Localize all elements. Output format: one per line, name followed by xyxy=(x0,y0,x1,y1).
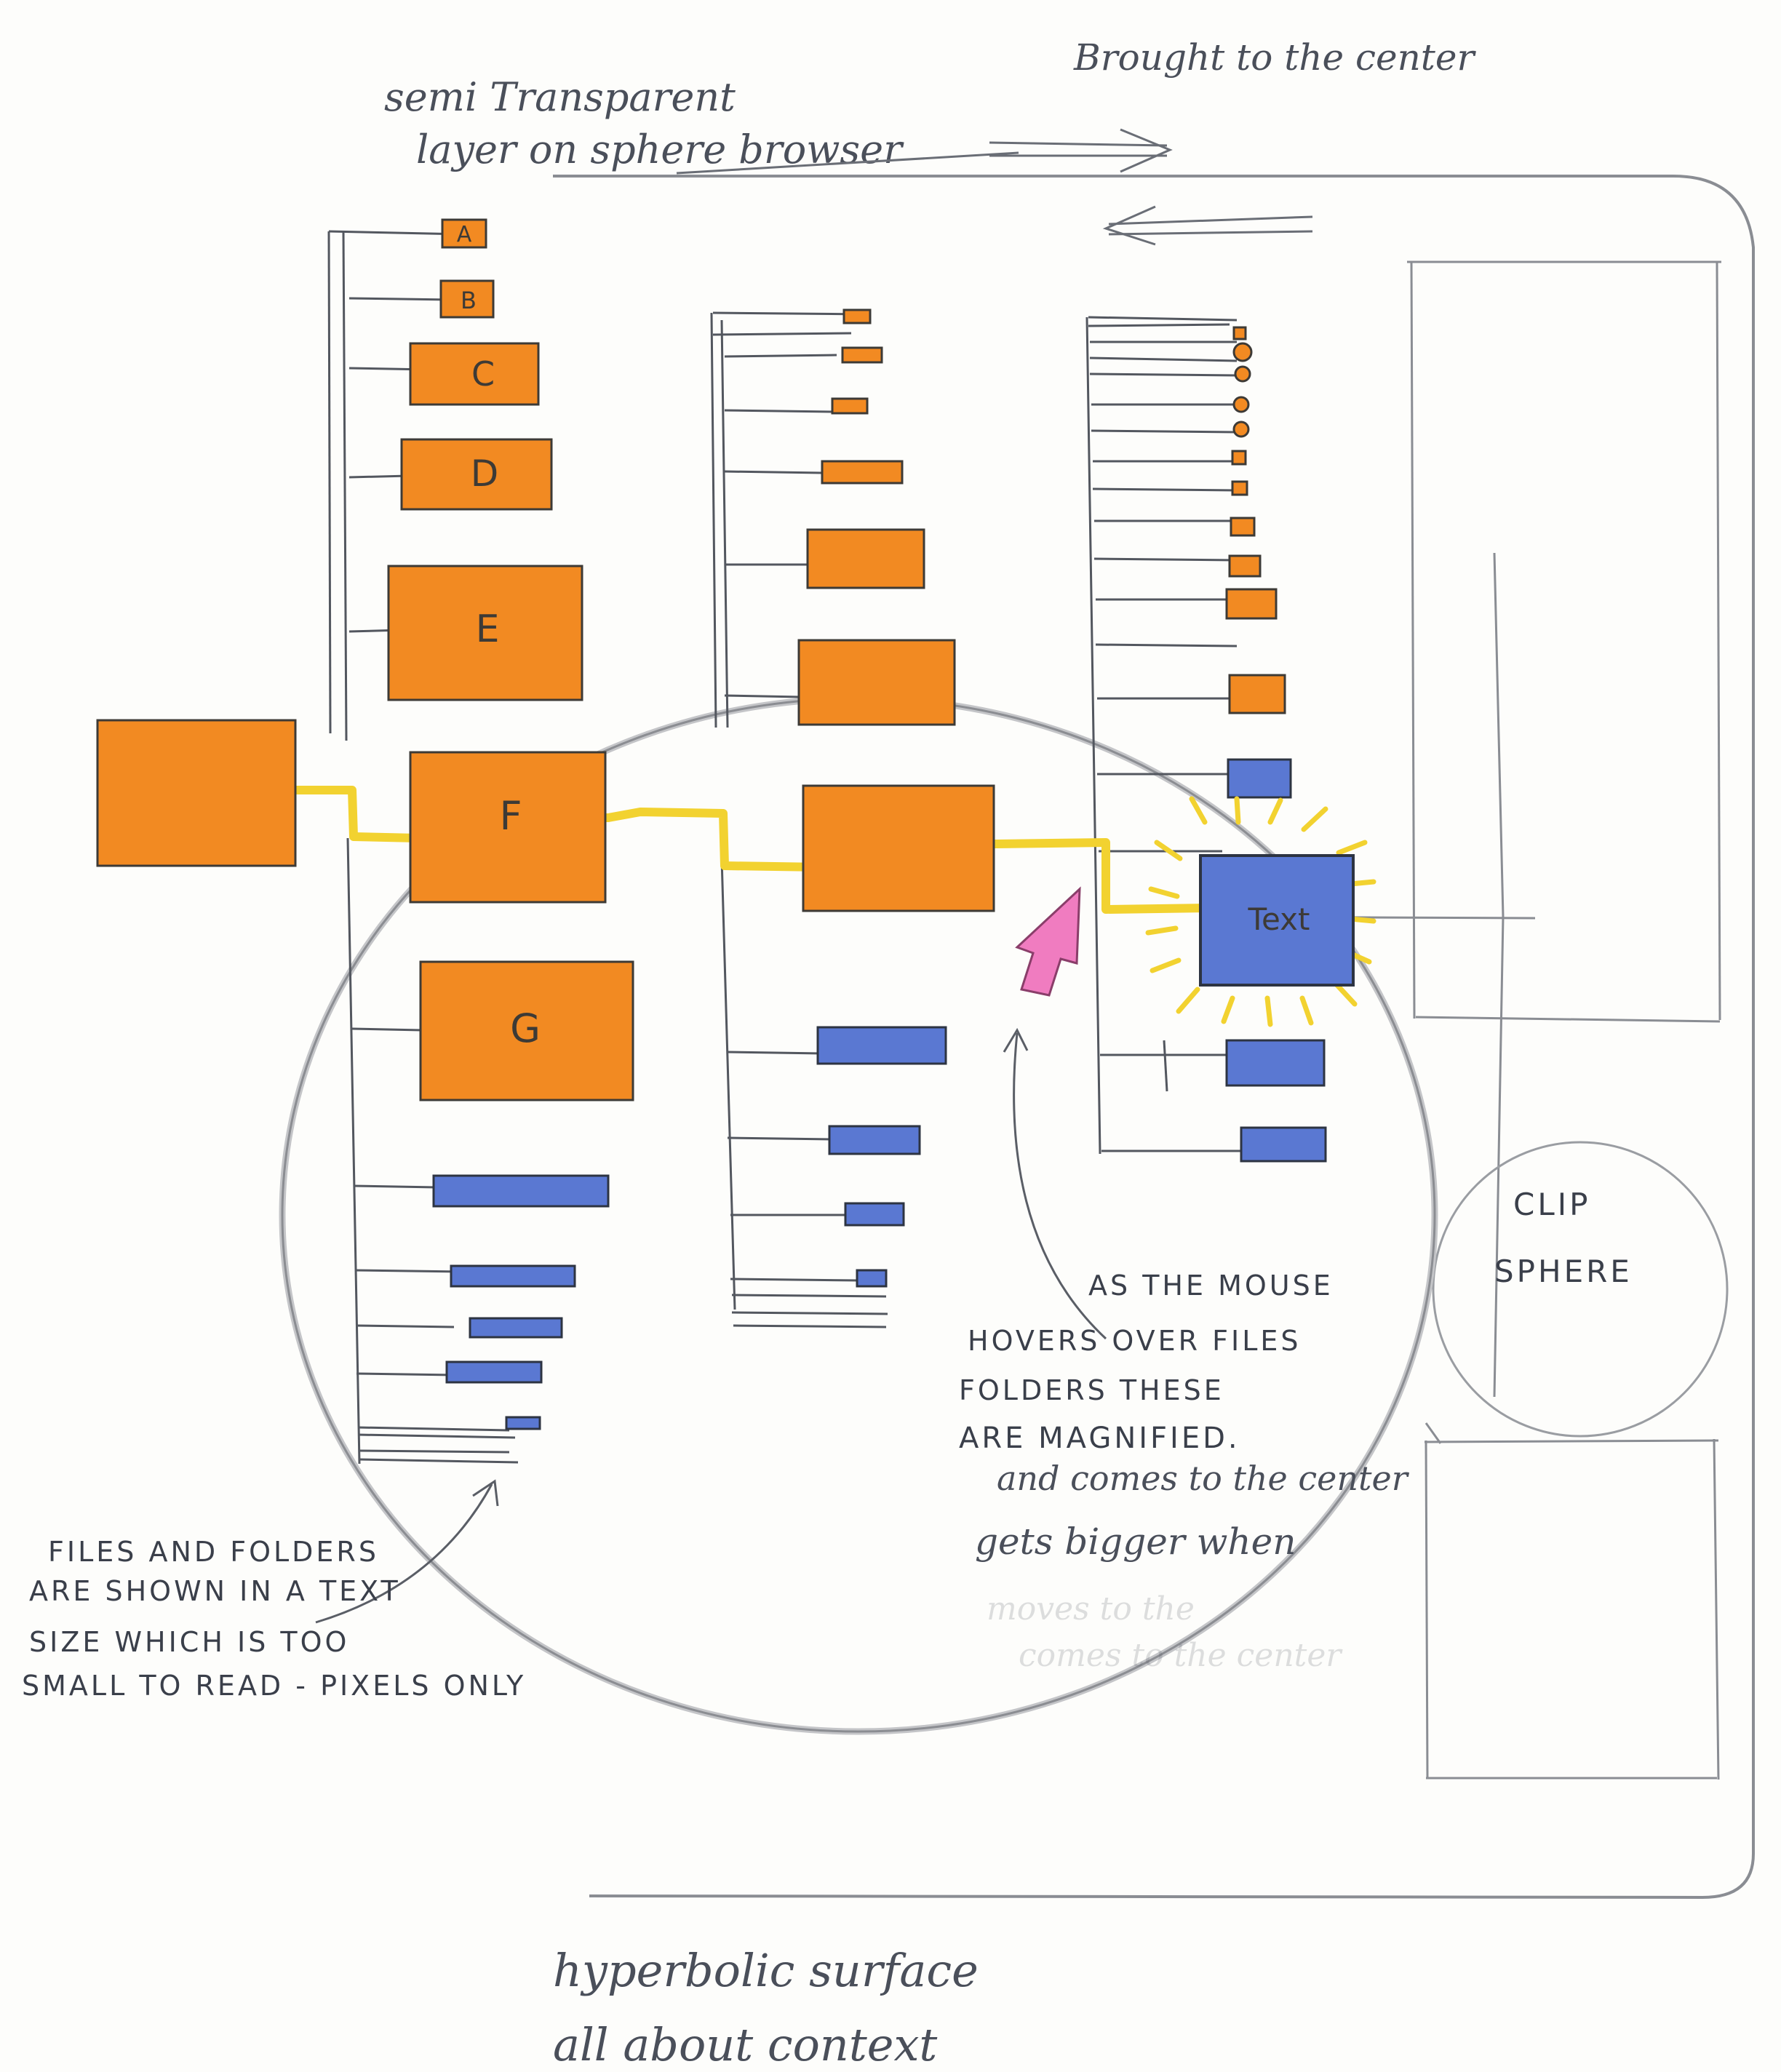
file-col1-3[interactable] xyxy=(469,1317,563,1339)
file-selected[interactable] xyxy=(1199,854,1355,987)
files-note-line-2: ARE SHOWN IN A TEXT xyxy=(29,1575,401,1607)
folder-col3-1[interactable] xyxy=(1232,326,1247,340)
note-semi-transparent: semi Transparent xyxy=(384,74,736,120)
clip-sphere-label-1: CLIP xyxy=(1513,1187,1590,1222)
folder-col3-11[interactable] xyxy=(1228,674,1286,714)
hover-note-line-3: FOLDERS THESE xyxy=(959,1374,1224,1406)
folder-col3-3[interactable] xyxy=(1234,365,1251,383)
hover-note: AS THE MOUSE HOVERS OVER FILES FOLDERS T… xyxy=(959,1270,1410,1674)
folder-col2-2[interactable] xyxy=(841,346,883,364)
side-panel-top xyxy=(1200,260,1721,1398)
file-col2-4[interactable] xyxy=(856,1269,888,1288)
clip-sphere xyxy=(1432,1141,1729,1438)
hover-note-line-2: HOVERS OVER FILES xyxy=(968,1325,1302,1357)
file-col3-1[interactable] xyxy=(1227,758,1292,799)
folder-col3-2[interactable] xyxy=(1232,342,1253,362)
file-col1-2[interactable] xyxy=(450,1264,576,1288)
label-folder-g: G xyxy=(510,1005,541,1051)
hover-note-line-1: AS THE MOUSE xyxy=(1088,1270,1334,1302)
folder-d[interactable] xyxy=(400,438,553,511)
tree-column-2-lines xyxy=(710,311,888,1328)
clip-sphere-label-2: SPHERE xyxy=(1494,1254,1633,1289)
file-col2-2[interactable] xyxy=(828,1125,921,1155)
folders-orange xyxy=(96,218,1286,1101)
label-folder-a: A xyxy=(457,222,472,247)
folder-col2-selected[interactable] xyxy=(802,784,995,912)
tree-column-1-lines xyxy=(327,230,519,1465)
label-folder-e: E xyxy=(476,607,500,651)
side-panel-bottom xyxy=(1424,1422,1720,1780)
label-folder-c: C xyxy=(471,354,495,394)
folder-root[interactable] xyxy=(96,719,297,867)
note-brought-to-center: Brought to the center xyxy=(1073,36,1476,79)
files-note: FILES AND FOLDERS ARE SHOWN IN A TEXT SI… xyxy=(22,1536,526,1702)
file-col1-4[interactable] xyxy=(445,1360,543,1384)
file-col2-3[interactable] xyxy=(844,1202,905,1227)
folder-col3-7[interactable] xyxy=(1231,480,1248,496)
highlight-burst-icon xyxy=(1145,796,1376,1027)
file-col3-2[interactable] xyxy=(1225,1039,1326,1087)
footer-note-2: all about context xyxy=(553,2018,937,2071)
folder-labels: A B C D E F G xyxy=(457,222,541,1051)
folder-col3-6[interactable] xyxy=(1231,450,1247,466)
folder-col2-3[interactable] xyxy=(831,397,869,415)
label-folder-d: D xyxy=(471,453,499,495)
folder-a[interactable] xyxy=(441,218,487,249)
bigger-note: gets bigger when xyxy=(975,1521,1296,1563)
arrow-left-icon xyxy=(1102,205,1313,246)
files-note-line-3: SIZE WHICH IS TOO xyxy=(29,1626,349,1658)
folder-col2-6[interactable] xyxy=(797,639,956,726)
label-selected-file: Text xyxy=(1248,901,1310,937)
file-col1-5[interactable] xyxy=(505,1416,541,1430)
files-blue xyxy=(432,758,1327,1430)
folder-col2-4[interactable] xyxy=(821,460,904,485)
folder-col3-4[interactable] xyxy=(1232,396,1250,413)
folder-col3-8[interactable] xyxy=(1230,517,1256,537)
arrow-right-icon xyxy=(989,128,1173,173)
hover-note-line-4: ARE MAGNIFIED. xyxy=(959,1422,1240,1455)
faded-note-line-2: comes to the center xyxy=(1019,1637,1343,1674)
note-sphere-browser: layer on sphere browser xyxy=(416,127,904,172)
file-col2-1[interactable] xyxy=(816,1026,947,1065)
curve-arrow-hover xyxy=(1003,1027,1107,1340)
folder-col2-5[interactable] xyxy=(806,528,925,589)
folder-col2-1[interactable] xyxy=(842,308,872,324)
cursor-arrow-icon xyxy=(1015,886,1081,997)
folder-g[interactable] xyxy=(419,960,634,1101)
folder-b[interactable] xyxy=(439,279,495,319)
tree-column-3-lines xyxy=(1085,316,1251,1155)
file-col3-3[interactable] xyxy=(1240,1126,1327,1163)
file-col1-1[interactable] xyxy=(432,1174,610,1208)
folder-e[interactable] xyxy=(387,565,583,701)
label-folder-f: F xyxy=(499,793,522,839)
folder-c[interactable] xyxy=(409,342,540,406)
curve-arrow-files xyxy=(315,1479,499,1624)
folder-col3-5[interactable] xyxy=(1232,421,1250,438)
files-note-line-1: FILES AND FOLDERS xyxy=(48,1536,379,1568)
hover-note-line-5: and comes to the center xyxy=(997,1459,1410,1498)
faded-note-line-1: moves to the xyxy=(987,1590,1195,1627)
footer-note-1: hyperbolic surface xyxy=(553,1944,979,1997)
selection-path xyxy=(292,786,1208,914)
files-note-line-4: SMALL TO READ - PIXELS ONLY xyxy=(22,1670,526,1702)
folder-col3-10[interactable] xyxy=(1225,588,1278,620)
label-folder-b: B xyxy=(461,287,477,314)
folder-f[interactable] xyxy=(409,751,607,904)
folder-col3-9[interactable] xyxy=(1228,554,1262,578)
browser-frame xyxy=(553,175,1755,1900)
